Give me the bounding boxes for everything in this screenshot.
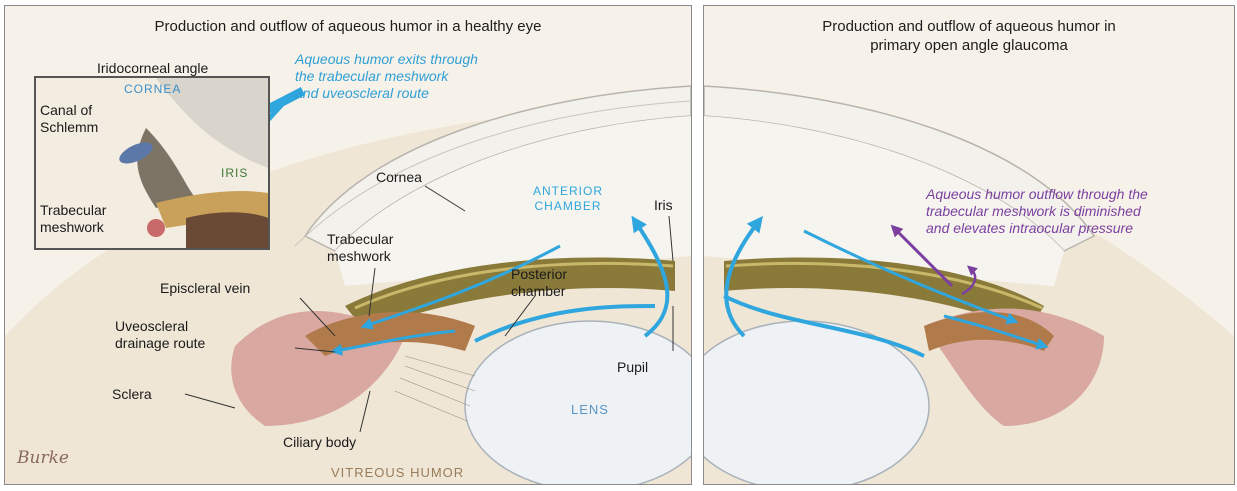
inset-title: Iridocorneal angle (97, 60, 208, 77)
artist-signature: Burke (17, 448, 69, 468)
glaucoma-eye-panel: Production and outflow of aqueous humor … (703, 5, 1235, 485)
pupil-label: Pupil (617, 359, 648, 376)
anterior-chamber-label: ANTERIOR CHAMBER (533, 184, 603, 214)
inset-cornea-label: CORNEA (124, 82, 181, 97)
posterior-chamber-label: Posterior chamber (511, 266, 567, 300)
vitreous-humor-label: VITREOUS HUMOR (331, 465, 464, 480)
inset-canal-label: Canal of Schlemm (40, 102, 98, 136)
cornea-label: Cornea (376, 169, 422, 186)
panel-title: Production and outflow of aqueous humor … (5, 17, 691, 36)
trabecular-meshwork-label: Trabecular meshwork (327, 231, 393, 265)
healthy-outflow-note: Aqueous humor exits through the trabecul… (295, 51, 478, 102)
sclera-label: Sclera (112, 386, 152, 403)
ciliary-body-label: Ciliary body (283, 434, 356, 451)
panel-title: Production and outflow of aqueous humor … (704, 17, 1234, 55)
lens-label: LENS (571, 402, 609, 417)
glaucoma-outflow-note: Aqueous humor outflow through the trabec… (926, 186, 1148, 237)
iris-label: Iris (654, 197, 673, 214)
healthy-eye-panel: Production and outflow of aqueous humor … (4, 5, 692, 485)
episcleral-vein-label: Episcleral vein (160, 280, 250, 297)
glaucoma-eye-illustration (704, 6, 1234, 484)
iridocorneal-angle-inset: CORNEA IRIS Canal of Schlemm Trabecular … (34, 76, 270, 250)
inset-trabecular-label: Trabecular meshwork (40, 202, 106, 236)
uveoscleral-route-label: Uveoscleral drainage route (115, 318, 205, 352)
inset-iris-label: IRIS (221, 166, 248, 181)
